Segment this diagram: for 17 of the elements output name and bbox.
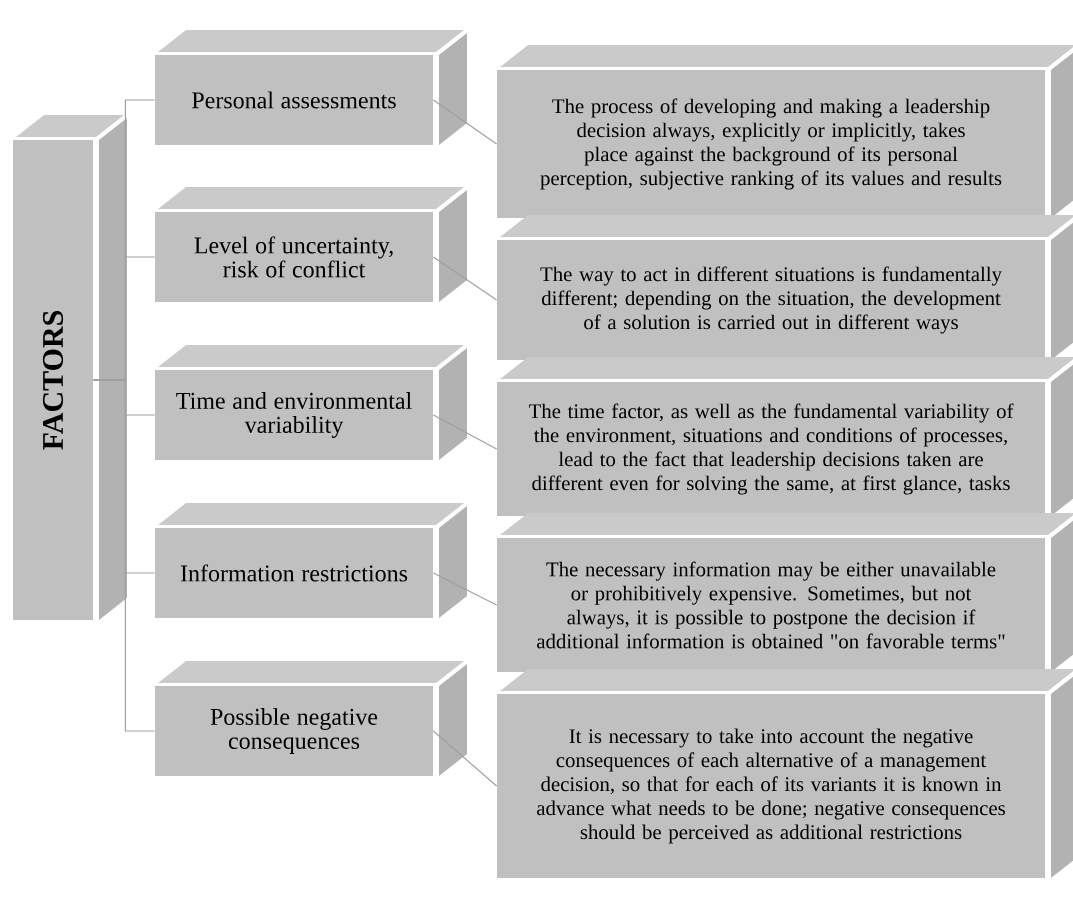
description-box: The process of developing and making a leadership decision always, explicitly or implicitly, takes place against the background of its personal perception, subjective ranking of its values and results [497,45,1073,218]
description-box: The way to act in different situations is fundamentally different; depending on the situation, the development of a solution is carried out in different ways [497,215,1073,360]
connector-line [432,256,498,301]
connector-line [432,414,498,450]
connector-line [432,99,498,145]
description-box: The necessary information may be either unavailable or prohibitively expensive. Sometimes, but not always, it is possible to postpone the decision if additional information is obtained "on favorable terms" [497,513,1073,672]
factor-box: Level of uncertainty, risk of conflict [155,187,467,302]
description-box: It is necessary to take into account the negative consequences of each alternative of a management decision, so that for each of its variants it is known in advance what needs to be done; negative consequences should be perceived as additional restrictions [497,669,1073,878]
factor-box: Possible negative consequences [155,661,467,776]
connector-line [432,572,498,606]
factor-box: Time and environmental variability [155,345,467,460]
factor-box: Personal assessments [155,30,467,145]
connector-line [92,379,156,732]
description-box: The time factor, as well as the fundamental variability of the environment, situations and conditions of processes, lead to the fact that leadership decisions taken are different even for solving the same, at first glance, tasks [497,357,1073,516]
connector-line [432,730,498,787]
factor-box: Information restrictions [155,503,467,618]
factors-prism: FACTORS [13,115,127,620]
